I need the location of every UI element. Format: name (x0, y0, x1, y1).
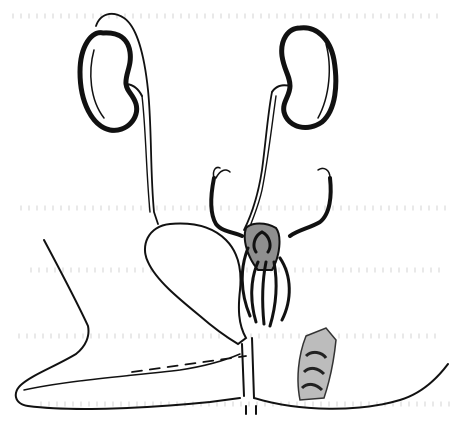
bladder (145, 224, 246, 344)
mottled-tissue (298, 328, 336, 400)
left-kidney (80, 33, 142, 131)
right-kidney (272, 28, 336, 128)
